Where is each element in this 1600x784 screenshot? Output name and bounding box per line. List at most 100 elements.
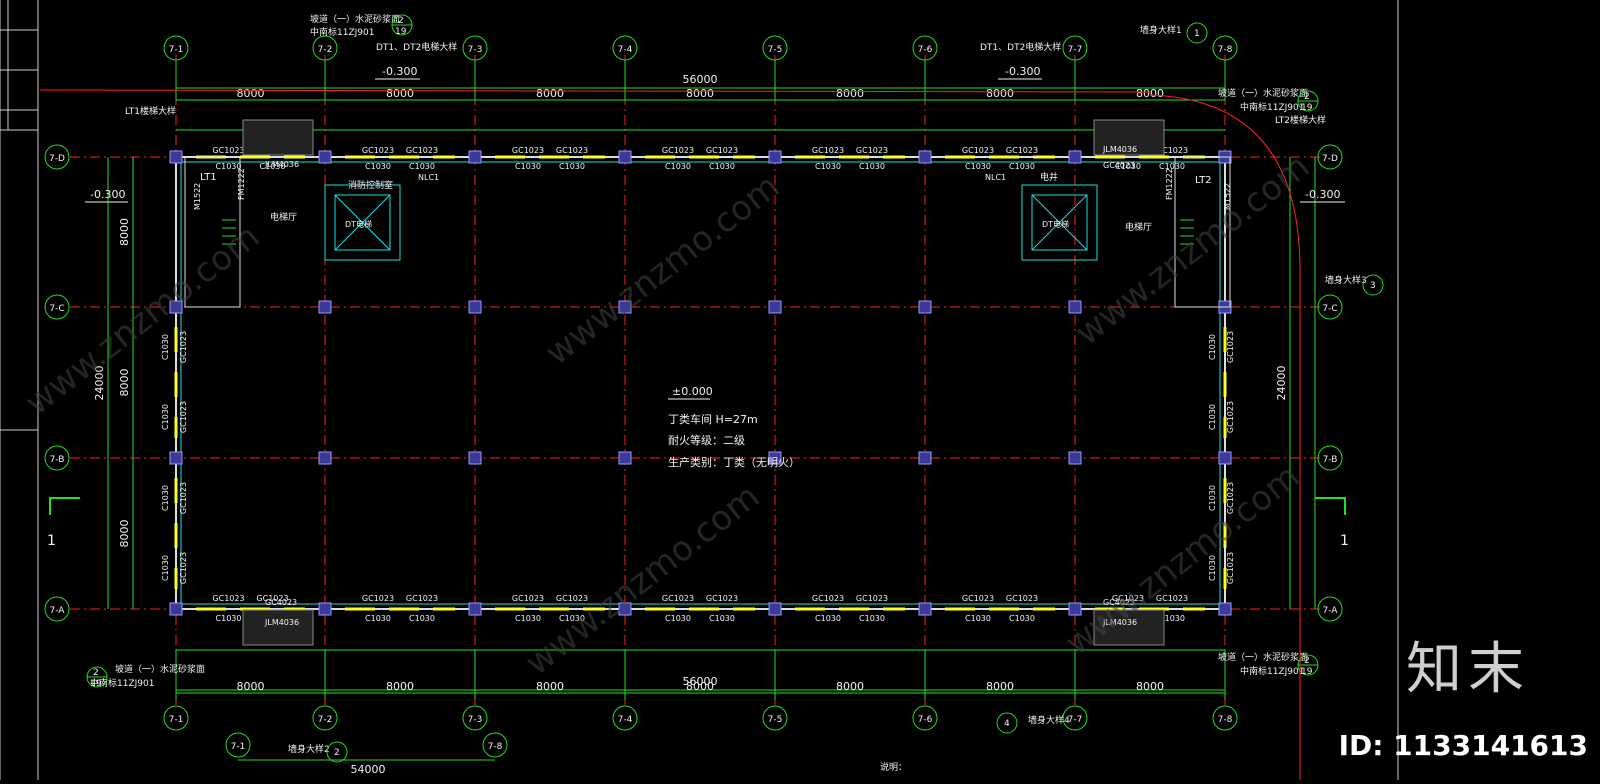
window-label-gc: GC1023 (256, 594, 288, 603)
door-fm-right: FM1222 (1165, 168, 1174, 200)
column (768, 602, 782, 616)
column (618, 300, 632, 314)
axis-bubble (482, 732, 508, 758)
window-label-c: C1030 (161, 404, 170, 430)
site-line (39, 89, 1151, 93)
window-label-c: C1030 (559, 162, 585, 171)
window-label-c: C1030 (1159, 614, 1185, 623)
window-label-c: C1030 (161, 334, 170, 360)
columns (169, 150, 1232, 616)
dim-total: 56000 (683, 73, 718, 86)
axis-bubble (1062, 705, 1088, 731)
window-label-c: C1030 (515, 162, 541, 171)
jlm-bottom-right: JLM4036 (1102, 618, 1137, 627)
callout-ramp-ref-bottom-right: 中南标11ZJ901 (1240, 665, 1304, 677)
window-label-c: C1030 (409, 614, 435, 623)
callouts: 坡道（一）水泥砂浆面 中南标11ZJ901 2 19 DT1、DT2电梯大样 D… (86, 13, 1384, 773)
dim-bay: 8000 (1136, 87, 1164, 100)
window-label-gc: GC1023 (662, 594, 694, 603)
column (768, 150, 782, 164)
core-left (184, 119, 401, 308)
column (318, 150, 332, 164)
room-elevator-hall-left: 电梯厅 (270, 211, 297, 223)
axis-label: 7-1 (169, 45, 184, 55)
callout-lt1: LT1楼梯大样 (125, 105, 176, 117)
axis-label: 7-3 (468, 45, 483, 55)
callout-elev-left: DT1、DT2电梯大样 (376, 41, 457, 53)
column (768, 300, 782, 314)
axis-label: 7-2 (318, 715, 333, 725)
axis-bubble (44, 294, 70, 320)
section-label-right: 1 (1340, 533, 1349, 549)
room-elevator-right: DT电梯 (1042, 219, 1069, 229)
column (1068, 300, 1082, 314)
column (468, 150, 482, 164)
column (1068, 451, 1082, 465)
axis-bubble (44, 445, 70, 471)
axis-label: 7-1 (231, 742, 246, 752)
dim-bay: 8000 (836, 87, 864, 100)
axis-bubble (163, 705, 189, 731)
axis-bubble (44, 596, 70, 622)
window-label-c: C1030 (815, 614, 841, 623)
column (169, 300, 183, 314)
axis-label: 7-2 (318, 45, 333, 55)
axis-bubble (1317, 144, 1343, 170)
column (1068, 150, 1082, 164)
window-labels: GC1023C1030GC1023C1030GC1023C1030GC1023C… (161, 146, 1235, 623)
axis-bubble (762, 35, 788, 61)
window-label-gc: GC1023 (406, 146, 438, 155)
column (918, 300, 932, 314)
window-label-gc: GC1023 (962, 594, 994, 603)
window-label-c: C1030 (859, 162, 885, 171)
axis-label: 7-4 (618, 45, 633, 55)
window-label-gc: GC1023 (406, 594, 438, 603)
room-fire-control: 消防控制室 (348, 179, 393, 191)
axis-bubble (912, 705, 938, 731)
window-label-gc: GC1023 (1006, 146, 1038, 155)
info-line-1: 丁类车间 H=27m (668, 412, 758, 426)
window-label-c: C1030 (1009, 614, 1035, 623)
axis-label: 7-D (1322, 154, 1338, 164)
inner-wall (180, 161, 1221, 605)
window-label-gc: GC1023 (212, 146, 244, 155)
dim-bottom-total: 54000 (351, 763, 386, 776)
window-label-gc: GC1023 (1156, 146, 1188, 155)
dim-bay: 8000 (836, 680, 864, 693)
callout-wall2: 墙身大样2 (288, 743, 330, 755)
window-label-gc: GC1023 (1226, 482, 1235, 514)
dim-bay: 8000 (986, 87, 1014, 100)
axis-label: 7-D (49, 154, 65, 164)
dim-bay-v: 8000 (118, 218, 131, 246)
callout-ramp-bottom-right: 坡道（一）水泥砂浆面 (1218, 651, 1308, 663)
callout-num-3: 3 (1370, 281, 1376, 291)
dim-bay: 8000 (986, 680, 1014, 693)
column (768, 451, 782, 465)
axis-bubble (462, 705, 488, 731)
window-label-c: C1030 (260, 162, 286, 171)
window-label-c: C1030 (515, 614, 541, 623)
callout-wall1: 墙身大样1 (1140, 24, 1182, 36)
dim-bay: 8000 (686, 680, 714, 693)
callout-num-19a: 19 (395, 27, 407, 37)
callout-wall4: 墙身大样4 (1028, 714, 1070, 726)
column (618, 602, 632, 616)
window-label-gc: GC1023 (1226, 552, 1235, 584)
window-label-c: C1030 (859, 614, 885, 623)
axis-label: 7-5 (768, 715, 783, 725)
callout-lt2: LT2楼梯大样 (1275, 114, 1326, 126)
column (318, 602, 332, 616)
section-markers (49, 497, 1346, 515)
axis-bubble (1212, 35, 1238, 61)
callout-num-4: 4 (1004, 719, 1010, 729)
window-label-c: C1030 (1115, 162, 1141, 171)
callout-num-1: 1 (1194, 29, 1200, 39)
image-id: ID: 1133141613 (1338, 729, 1588, 762)
axis-bubble (1317, 294, 1343, 320)
window-label-gc: GC1023 (179, 331, 188, 363)
window-label-gc: GC1023 (179, 401, 188, 433)
axis-label: 7-7 (1068, 715, 1083, 725)
window-label-gc: GC1023 (1226, 331, 1235, 363)
column (918, 602, 932, 616)
column (169, 150, 183, 164)
